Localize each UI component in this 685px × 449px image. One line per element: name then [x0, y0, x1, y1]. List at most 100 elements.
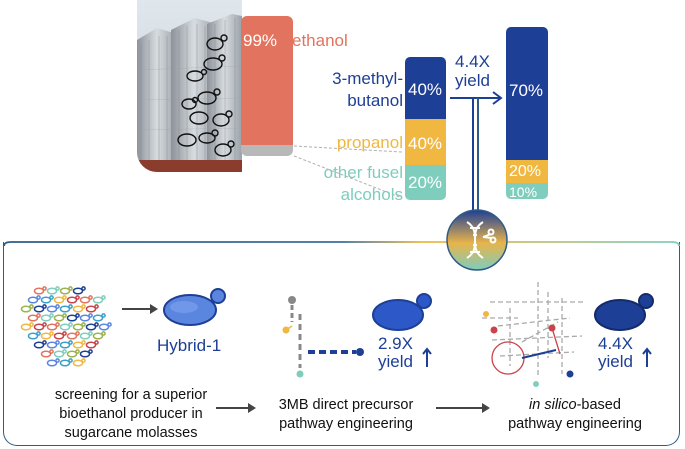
yeast-bud-mark	[94, 340, 99, 345]
after-3mb-pct: 70%	[509, 81, 544, 100]
yeast-bud-mark	[81, 358, 86, 363]
yeast-colony-icon	[20, 286, 112, 367]
yeast-bud-mark	[94, 304, 99, 309]
yeast-bud-mark	[68, 358, 73, 363]
yeast-bud-mark	[62, 295, 67, 300]
before-bar-fusel	[405, 165, 446, 200]
silo-photo	[137, 0, 242, 172]
yeast-cell-mark	[27, 296, 39, 304]
arrow-step2-to-step3-icon	[436, 403, 490, 413]
after-fusel-pct: 10%	[509, 184, 538, 200]
yeast-bud-mark	[42, 322, 47, 327]
yeast-cell-mark	[33, 341, 45, 349]
yeast-bud-mark	[68, 322, 73, 327]
right-arrow-icon	[450, 91, 503, 105]
mid-yeast-cell-icon	[372, 293, 432, 331]
before-bar-3mb	[405, 57, 446, 119]
ethanol-bar	[241, 16, 293, 146]
dna-badge	[445, 208, 509, 272]
yeast-bud-mark	[88, 313, 93, 318]
right-yeast-cell-icon	[594, 293, 654, 331]
right-up-arrow-icon	[642, 347, 652, 367]
yeast-cell-mark	[59, 305, 71, 313]
before-bar-propanol	[405, 119, 446, 165]
yeast-cell-mark	[20, 323, 32, 331]
hybrid-label: Hybrid-1	[157, 336, 222, 355]
label-fusel-line1: other fusel	[323, 163, 403, 182]
right-yield-value: 4.4X	[598, 334, 633, 353]
yeast-cell-mark	[66, 332, 78, 340]
label-propanol: propanol	[336, 133, 403, 152]
yeast-cell-mark	[27, 314, 39, 322]
yeast-bud-mark	[88, 295, 93, 300]
yeast-bud-mark	[68, 304, 73, 309]
yeast-cell-mark	[85, 341, 97, 349]
after-bar-3mb	[506, 27, 548, 160]
yeast-bud-mark	[101, 295, 106, 300]
ethanol-label: ethanol	[292, 31, 348, 50]
yeast-cell-mark	[98, 323, 110, 331]
yeast-bud-mark	[36, 313, 41, 318]
label-3mb-line2: butanol	[347, 91, 403, 110]
right-yield-word: yield	[598, 352, 633, 371]
caption-screening: screening for a superior bioethanol prod…	[54, 387, 208, 441]
yeast-bud-mark	[101, 331, 106, 336]
ethanol-pct: 99%	[243, 31, 278, 50]
yeast-cell-mark	[72, 287, 84, 295]
yeast-bud-mark	[68, 340, 73, 345]
yeast-cell-mark	[85, 323, 97, 331]
yeast-cell-mark	[20, 305, 32, 313]
yeast-cell-mark	[59, 341, 71, 349]
yeast-cell-mark	[53, 350, 65, 358]
yeast-bud-mark	[42, 304, 47, 309]
yeast-bud-mark	[49, 349, 54, 354]
yeast-bud-mark	[49, 295, 54, 300]
yeast-bud-mark	[49, 313, 54, 318]
dna-scissors-icon	[466, 221, 497, 259]
yeast-cell-mark	[40, 314, 52, 322]
yeast-bud-mark	[75, 349, 80, 354]
before-3mb-pct: 40%	[408, 80, 443, 99]
yeast-cell-mark	[46, 341, 58, 349]
yeast-cell-mark	[92, 332, 104, 340]
yeast-cell-mark	[46, 359, 58, 367]
yeast-cell-mark	[53, 296, 65, 304]
yeast-cell-mark	[92, 296, 104, 304]
yeast-cell-mark	[40, 296, 52, 304]
arrow-step1-to-step2-icon	[216, 403, 256, 413]
yeast-cell-mark	[66, 296, 78, 304]
caption-3mb-pathway: 3MB direct precursor pathway engineering	[278, 397, 414, 432]
yeast-bud-mark	[36, 331, 41, 336]
yeast-cell-mark	[46, 305, 58, 313]
top-yield-word: yield	[455, 71, 490, 90]
yeast-bud-mark	[107, 322, 112, 327]
yeast-cell-mark	[46, 287, 58, 295]
yeast-cell-mark	[27, 332, 39, 340]
yeast-cell-mark	[92, 314, 104, 322]
yeast-bud-mark	[75, 313, 80, 318]
yeast-bud-mark	[55, 340, 60, 345]
yeast-bud-mark	[55, 286, 60, 291]
yeast-bud-mark	[81, 286, 86, 291]
yeast-cell-mark	[33, 287, 45, 295]
label-3mb-line1: 3-methyl-	[332, 69, 403, 88]
pathway-diagram-mid	[282, 296, 364, 378]
before-fusel-pct: 20%	[408, 173, 443, 192]
yeast-bud-mark	[42, 286, 47, 291]
yeast-bud-mark	[62, 331, 67, 336]
yeast-bud-mark	[55, 304, 60, 309]
hybrid-yeast-cell-icon	[163, 288, 226, 326]
yeast-cell-mark	[46, 323, 58, 331]
yeast-bud-mark	[36, 295, 41, 300]
arrow-to-hybrid-icon	[122, 304, 158, 314]
vertical-connector	[472, 98, 479, 214]
yeast-bud-mark	[81, 322, 86, 327]
yeast-bud-mark	[75, 331, 80, 336]
label-fusel-line2: alcohols	[340, 185, 403, 204]
yeast-bud-mark	[75, 295, 80, 300]
yeast-bud-mark	[42, 340, 47, 345]
yeast-bud-mark	[29, 304, 34, 309]
yeast-bud-mark	[88, 349, 93, 354]
yeast-bud-mark	[62, 313, 67, 318]
yeast-cell-mark	[40, 350, 52, 358]
